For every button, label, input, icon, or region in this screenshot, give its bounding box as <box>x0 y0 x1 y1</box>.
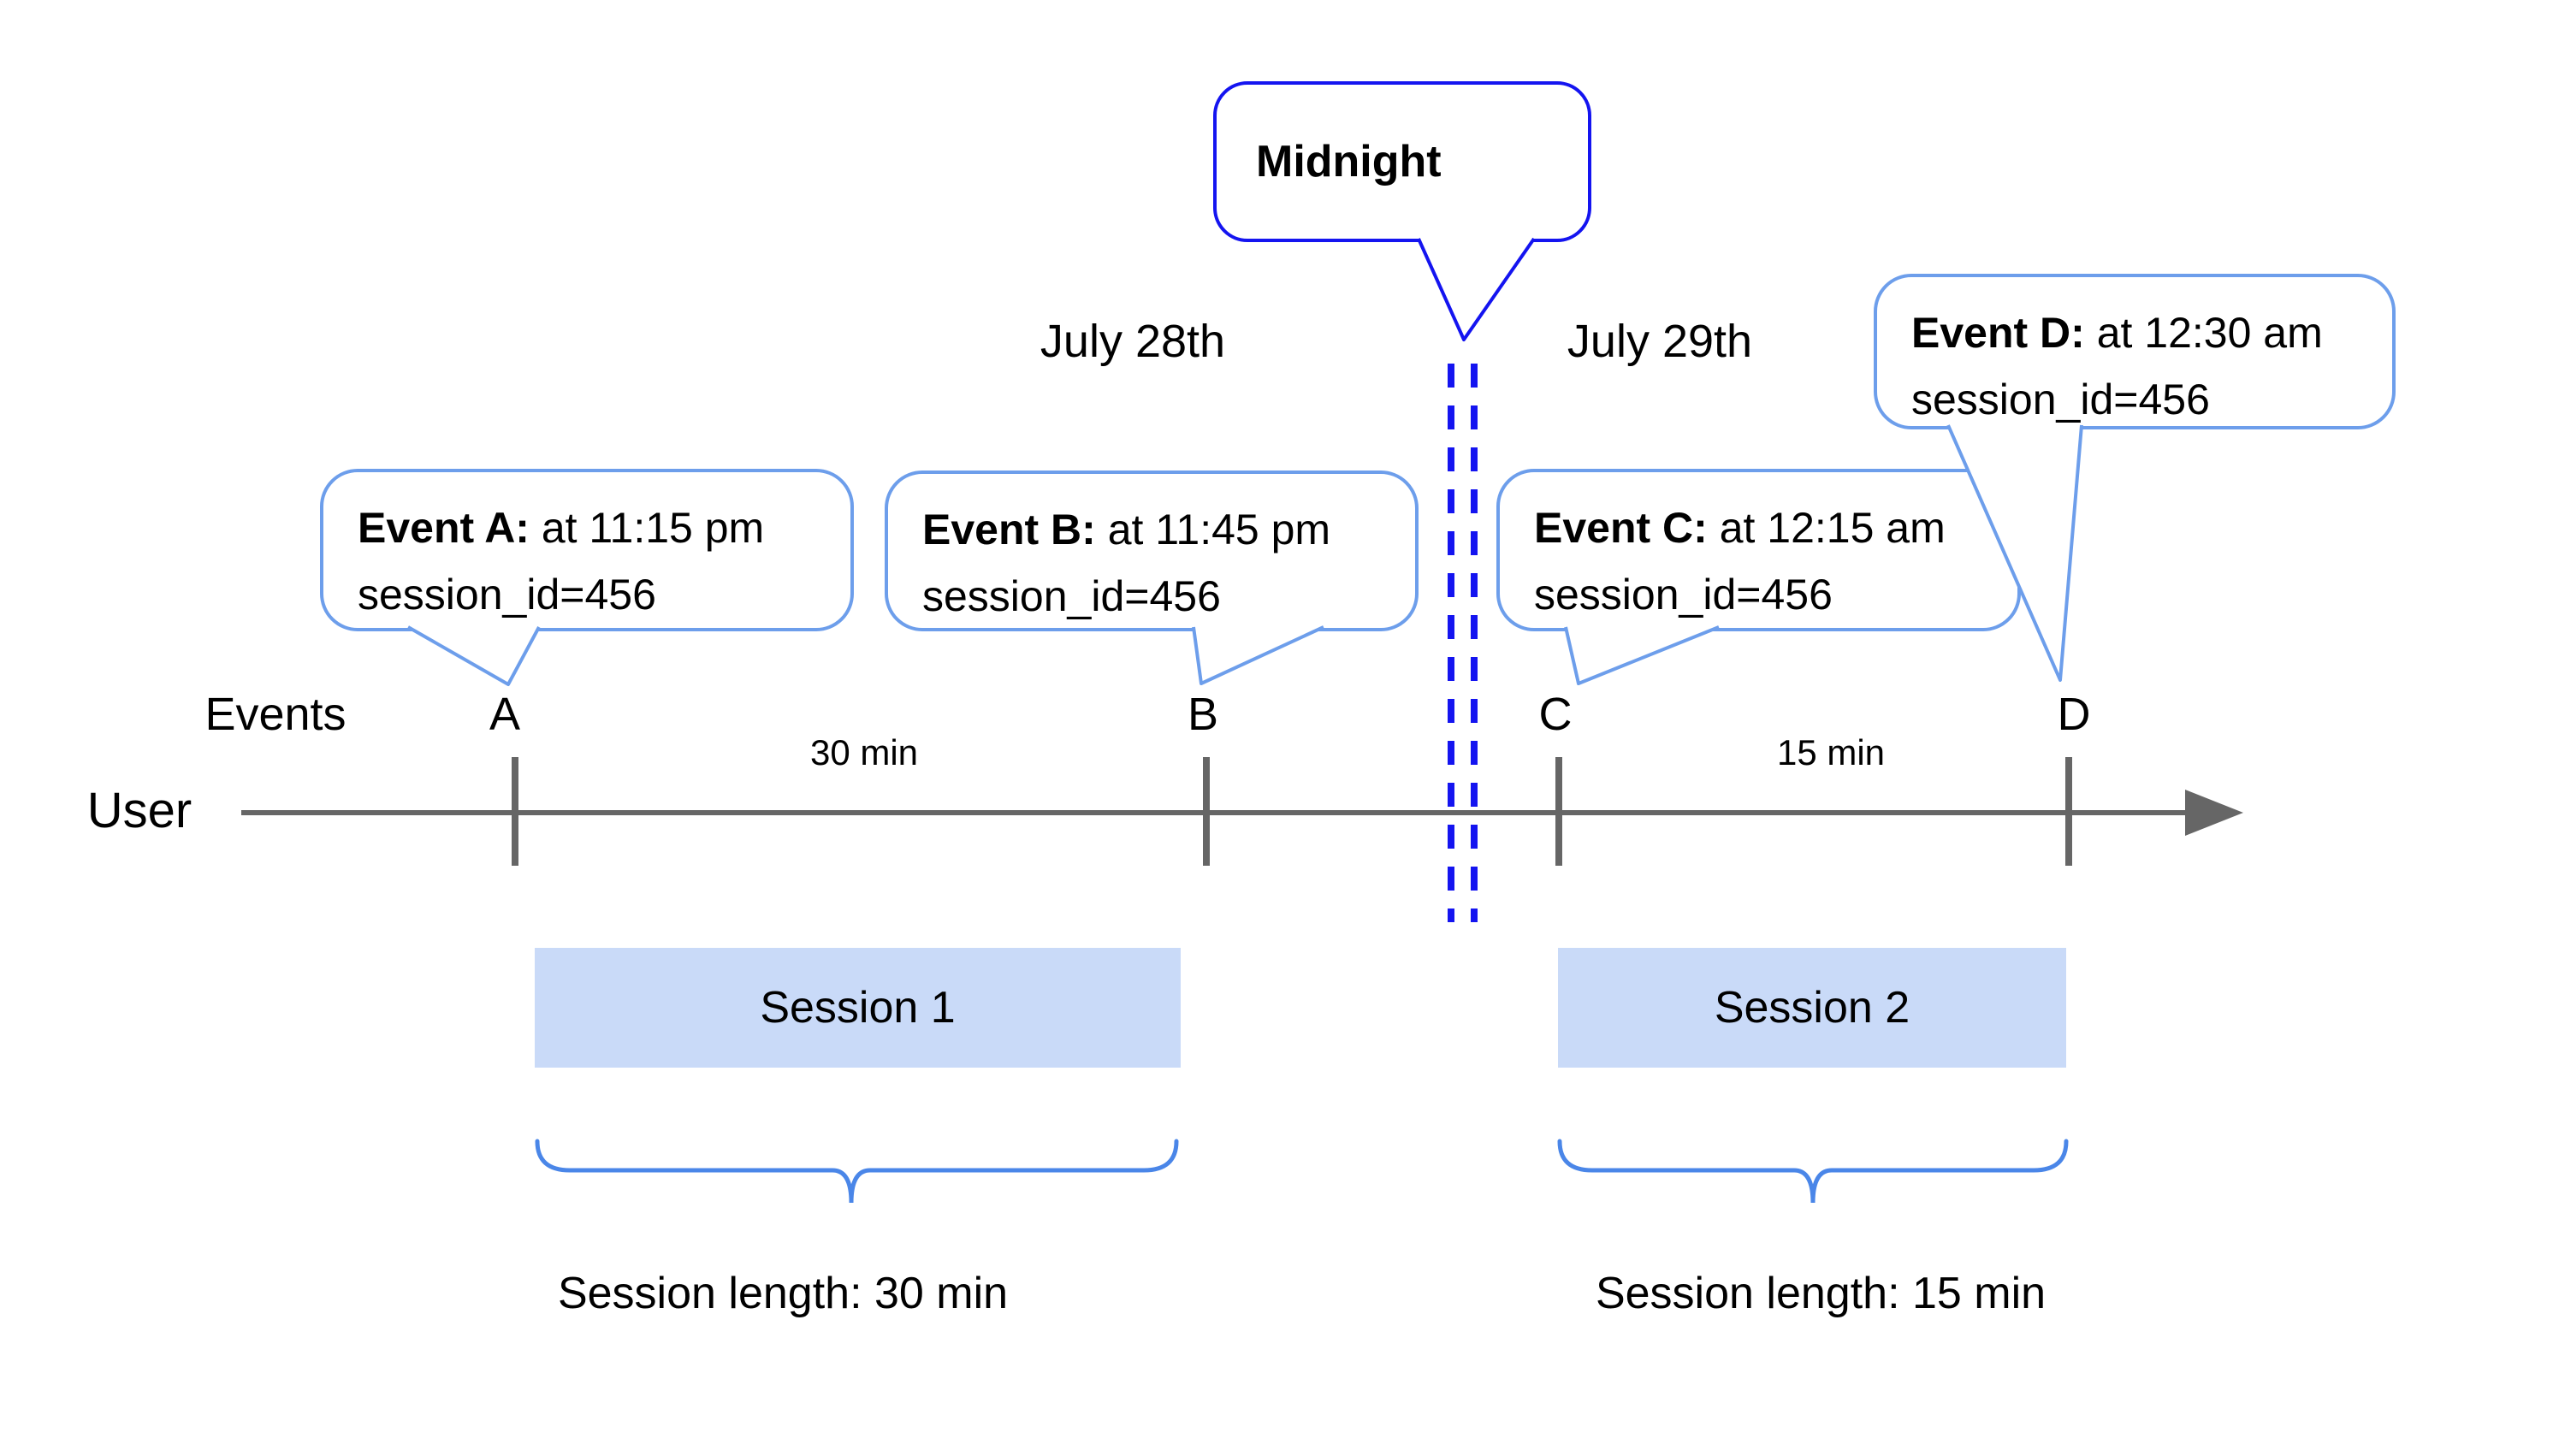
event-c-callout: Event C: at 12:15 am session_id=456 <box>1496 469 2021 631</box>
midnight-callout: Midnight <box>1213 81 1591 242</box>
midnight-callout-label: Midnight <box>1256 137 1442 186</box>
event-c-line1: Event C: at 12:15 am <box>1534 494 1983 561</box>
midnight-callout-tail <box>1417 237 1536 341</box>
session-1-length-label: Session length: 30 min <box>557 1269 1009 1318</box>
events-axis-label: Events <box>204 689 347 740</box>
user-axis-label: User <box>86 783 193 838</box>
event-d-callout: Event D: at 12:30 am session_id=456 <box>1874 274 2396 429</box>
event-c-callout-tail <box>1564 625 1720 685</box>
event-b-callout-tail <box>1192 625 1324 685</box>
session-2-length-label: Session length: 15 min <box>1595 1269 2047 1318</box>
session2-brace <box>1557 1139 2069 1204</box>
event-a-time: at 11:15 pm <box>529 504 765 552</box>
event-a-line1: Event A: at 11:15 pm <box>358 494 816 561</box>
event-b-session-id: session_id=456 <box>922 572 1221 620</box>
event-b-callout: Event B: at 11:45 pm session_id=456 <box>885 471 1419 631</box>
date-label-july-28: July 28th <box>1040 316 1226 367</box>
event-a-session-id: session_id=456 <box>358 571 656 619</box>
interval-label-15min: 15 min <box>1776 732 1886 772</box>
date-label-july-29: July 29th <box>1567 316 1753 367</box>
event-a-callout: Event A: at 11:15 pm session_id=456 <box>320 469 854 631</box>
event-d-line1: Event D: at 12:30 am <box>1911 299 2358 366</box>
timeline-arrowhead <box>2185 790 2243 836</box>
event-d-time: at 12:30 am <box>2084 309 2323 357</box>
tick-label-c: C <box>1538 689 1573 740</box>
event-a-title: Event A: <box>358 504 530 552</box>
session-1-box: Session 1 <box>535 948 1181 1068</box>
tick-label-a: A <box>489 689 521 740</box>
session1-brace <box>535 1139 1179 1204</box>
event-a-callout-tail <box>407 625 541 686</box>
tick-label-d: D <box>2057 689 2091 740</box>
tick-label-b: B <box>1187 689 1219 740</box>
event-b-time: at 11:45 pm <box>1095 506 1331 553</box>
session-2-box: Session 2 <box>1558 948 2066 1068</box>
session-1-label: Session 1 <box>760 983 956 1033</box>
event-c-session-id: session_id=456 <box>1534 571 1833 619</box>
event-d-session-id: session_id=456 <box>1911 376 2210 423</box>
event-b-line1: Event B: at 11:45 pm <box>922 496 1381 563</box>
event-d-title: Event D: <box>1911 309 2085 357</box>
event-c-title: Event C: <box>1534 504 1708 552</box>
interval-label-30min: 30 min <box>809 732 919 772</box>
event-c-time: at 12:15 am <box>1707 504 1946 552</box>
session-2-label: Session 2 <box>1714 983 1910 1033</box>
event-b-title: Event B: <box>922 506 1096 553</box>
